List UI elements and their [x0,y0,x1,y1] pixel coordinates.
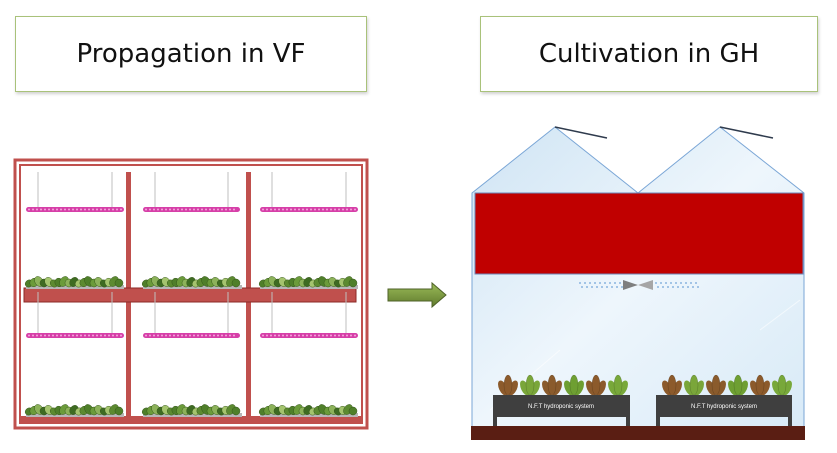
nft-label-left: N.F.T hydroponic system [528,404,594,410]
vertical-farm-title: Propagation in VF [76,39,306,69]
lettuce-plant-icon [608,374,628,396]
lettuce-plant-icon [706,374,726,396]
plant-tray-icon [26,413,124,417]
shade-screen [474,192,804,275]
vertical-farm-title-box: Propagation in VF [15,16,367,92]
middle-shelf [23,287,357,303]
lettuce-plant-icon [684,374,704,396]
led-bar-group [26,172,358,338]
greenhouse-title-box: Cultivation in GH [480,16,818,92]
lettuce-plant-icon [728,374,748,396]
lettuce-plants [498,374,792,396]
nft-system-left: N.F.T hydroponic system [493,395,630,427]
bottom-shelf [20,416,362,424]
lettuce-plant-icon [498,374,518,396]
roof-vent-left [554,126,608,139]
spray-nozzle-icon [579,280,699,290]
plant-tray-icon [143,413,242,417]
greenhouse: N.F.T hydroponic system N.F.T hydroponic… [471,126,805,440]
nft-label-right: N.F.T hydroponic system [691,404,757,410]
nft-system-right: N.F.T hydroponic system [656,395,792,427]
led-bar-icon [26,207,124,212]
lettuce-plant-icon [772,374,792,396]
led-bar-icon [26,333,124,338]
vertical-farm-rack [13,158,369,430]
plant-tray-icon [26,285,124,289]
led-bar-icon [143,333,240,338]
lettuce-plant-icon [586,374,606,396]
greenhouse-title: Cultivation in GH [538,39,760,69]
plant-tray-icon [260,413,358,417]
lettuce-plant-icon [520,374,540,396]
led-bar-icon [143,207,240,212]
lettuce-plant-icon [750,374,770,396]
lettuce-plant-icon [662,374,682,396]
arrow-right-icon [387,281,447,309]
plant-tray-icon [143,285,242,289]
greenhouse-ground [471,426,805,440]
roof-vent-right [719,126,774,139]
plant-tray-icon [260,285,358,289]
led-bar-icon [260,333,358,338]
seedling-trays [24,276,358,417]
lettuce-plant-icon [542,374,562,396]
led-bar-icon [260,207,358,212]
